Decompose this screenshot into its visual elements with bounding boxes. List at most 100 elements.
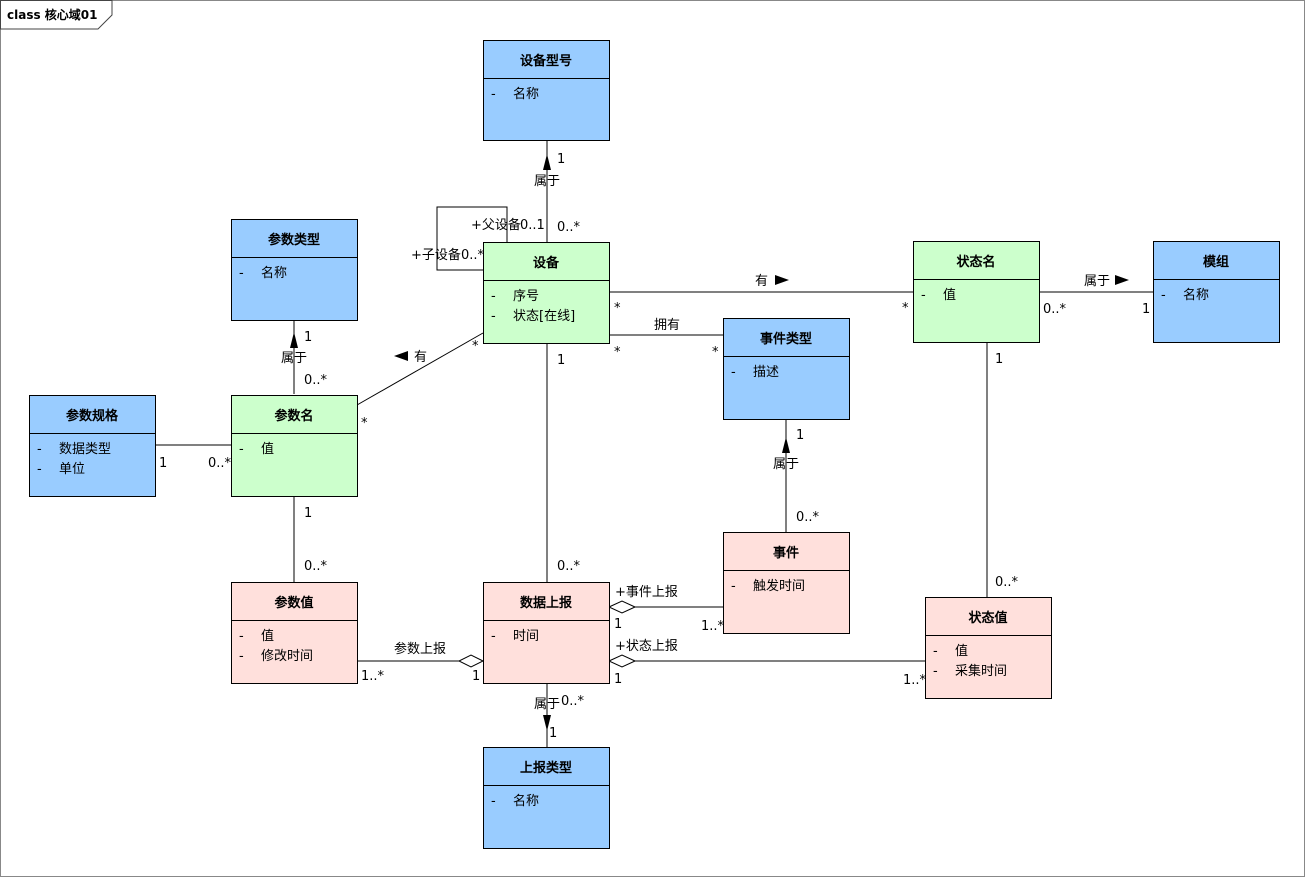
label-parent-role: +父设备 <box>471 217 521 233</box>
class-attribute: 序号 <box>513 289 539 304</box>
mult-eventtype-device-star: * <box>712 345 719 360</box>
class-status-value[interactable]: 状态值-值-采集时间 <box>925 597 1052 699</box>
mult-device-eventtype-star: * <box>614 345 621 360</box>
arrow-right-belongs-module <box>1115 275 1129 285</box>
class-name: 状态名 <box>956 254 995 270</box>
class-name: 事件 <box>773 545 799 561</box>
mult-paramvalue-paramname-0many: 0..* <box>304 559 328 574</box>
class-box <box>483 747 610 849</box>
class-attribute: 名称 <box>513 86 539 102</box>
attr-visibility: - <box>933 644 938 659</box>
class-attribute: 描述 <box>753 365 779 380</box>
multiplicity-labels: 1 0..* 0..1 0..* 1 0..* 1 0..* * * * * 0… <box>159 152 1150 741</box>
label-belongs-device-model: 属于 <box>534 174 560 189</box>
mult-datareport-event-1: 1 <box>614 617 622 632</box>
attr-visibility: - <box>933 664 938 679</box>
class-attribute: 单位 <box>59 462 85 477</box>
class-attribute: 名称 <box>261 265 287 281</box>
mult-statusvalue-statusname-0many: 0..* <box>995 575 1019 590</box>
attr-visibility: - <box>37 442 42 457</box>
label-has-status: 有 <box>755 274 768 289</box>
attr-visibility: - <box>731 579 736 594</box>
class-box <box>723 532 850 634</box>
direction-arrows <box>290 154 1129 731</box>
label-param-report: 参数上报 <box>394 641 446 657</box>
mult-paramname-device-star: * <box>361 416 368 431</box>
class-name: 事件类型 <box>760 331 812 347</box>
label-child-role: +子设备 <box>411 247 461 263</box>
class-module[interactable]: 模组-名称 <box>1153 241 1280 343</box>
frame-title-tab <box>0 0 113 30</box>
arrow-up-event-type <box>782 437 790 453</box>
attr-visibility: - <box>239 266 244 281</box>
class-box <box>231 219 358 321</box>
class-box <box>483 582 610 684</box>
class-boxes: 设备型号-名称参数类型-名称参数规格-数据类型-单位设备-序号-状态[在线]参数… <box>29 40 1280 849</box>
class-attribute: 值 <box>261 441 274 457</box>
class-box <box>1153 241 1280 343</box>
mult-child-0many: 0..* <box>461 248 485 263</box>
class-param-value[interactable]: 参数值-值-修改时间 <box>231 582 358 684</box>
label-status-report: +状态上报 <box>615 639 678 654</box>
class-event[interactable]: 事件 - 触发时间 <box>723 532 850 634</box>
class-name: 设备型号 <box>520 53 572 69</box>
class-param-name[interactable]: 参数名-值 <box>231 395 358 497</box>
class-name: 数据上报 <box>520 595 573 611</box>
attr-visibility: - <box>239 649 244 664</box>
mult-device-datareport-1: 1 <box>557 353 565 368</box>
mult-event-eventtype-0many: 0..* <box>796 510 820 525</box>
class-report-type[interactable]: 上报类型-名称 <box>483 747 610 849</box>
mult-device-status-star: * <box>614 301 621 316</box>
class-param-type[interactable]: 参数类型-名称 <box>231 219 358 321</box>
mult-paramtype-1: 1 <box>304 330 312 345</box>
class-device[interactable]: 设备-序号-状态[在线] <box>483 242 610 344</box>
class-box <box>231 582 358 684</box>
class-param-spec[interactable]: 参数规格-数据类型-单位 <box>29 395 156 497</box>
class-status-name[interactable]: 状态名-值 <box>913 241 1040 343</box>
diamond-event-report <box>607 600 637 614</box>
attr-visibility: - <box>731 365 736 380</box>
class-event-type[interactable]: 事件类型 - 描述 <box>723 318 850 420</box>
class-box <box>483 242 610 344</box>
class-box <box>913 241 1040 343</box>
mult-paramname-paramspec-0many: 0..* <box>208 456 232 471</box>
attr-visibility: - <box>239 442 244 457</box>
attr-visibility: - <box>491 289 496 304</box>
arrow-down-report-type <box>543 715 551 731</box>
mult-module-1: 1 <box>1142 302 1150 317</box>
class-attribute: 触发时间 <box>753 578 805 594</box>
class-attribute: 名称 <box>513 793 539 809</box>
mult-datareport-device-0many: 0..* <box>557 559 581 574</box>
class-device-model[interactable]: 设备型号 - 名称 <box>483 40 610 141</box>
attr-visibility: - <box>491 87 496 102</box>
attr-visibility: - <box>1161 288 1166 303</box>
mult-datareport-paramvalue-1: 1 <box>472 669 480 684</box>
class-attribute: 值 <box>261 628 274 644</box>
arrow-left-has-param <box>394 351 408 361</box>
association-lines <box>155 140 1153 747</box>
class-attribute: 时间 <box>513 629 539 644</box>
assoc-device-self[interactable] <box>436 206 508 271</box>
label-has-param: 有 <box>414 350 427 365</box>
class-name: 上报类型 <box>520 760 572 776</box>
class-attribute: 采集时间 <box>955 663 1007 679</box>
arrow-up-device-model <box>543 154 551 170</box>
attr-visibility: - <box>491 629 496 644</box>
class-attribute: 数据类型 <box>59 442 111 457</box>
class-data-report[interactable]: 数据上报 - 时间 <box>483 582 610 684</box>
arrow-up-param-type <box>290 332 298 348</box>
class-box <box>29 395 156 497</box>
mult-statusname-module-0many: 0..* <box>1043 302 1067 317</box>
diamond-status-report <box>607 654 637 668</box>
assoc-paramname-device[interactable] <box>356 332 484 406</box>
aggregation-diamonds <box>457 600 637 668</box>
mult-paramname-paramtype-0many: 0..* <box>304 373 328 388</box>
class-box <box>723 318 850 420</box>
mult-event-datareport-1many: 1..* <box>701 619 725 634</box>
mult-statusvalue-datareport-1many: 1..* <box>903 673 927 688</box>
mult-statusname-device-star: * <box>902 301 909 316</box>
mult-devicemodel-1: 1 <box>557 152 565 167</box>
class-attribute: 名称 <box>1183 287 1209 303</box>
